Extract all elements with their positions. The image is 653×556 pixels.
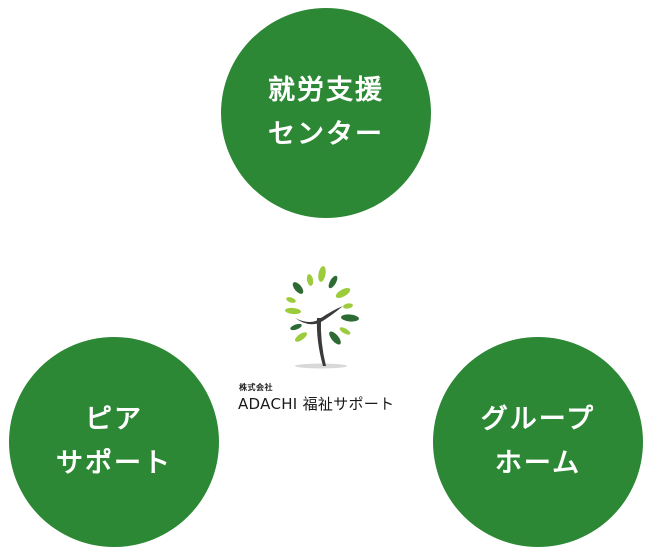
node-label-line1: ピア: [85, 404, 143, 435]
node-label-line1: 就労支援: [268, 75, 384, 106]
company-logo: 株式会社 ADACHI 福祉サポート: [236, 266, 416, 416]
node-label-line1: グループ: [480, 404, 596, 435]
node-shuro-shien-center[interactable]: 就労支援 センター: [221, 8, 431, 218]
node-label-line2: センター: [268, 119, 384, 150]
node-group-home[interactable]: グループ ホーム: [433, 337, 643, 547]
node-label-line2: サポート: [56, 448, 172, 479]
company-name: ADACHI 福祉サポート: [238, 395, 395, 413]
node-label-line2: ホーム: [494, 448, 582, 479]
node-peer-support[interactable]: ピア サポート: [9, 337, 219, 547]
tree-logo-icon: [285, 266, 359, 369]
kabushiki-label: 株式会社: [239, 383, 273, 392]
